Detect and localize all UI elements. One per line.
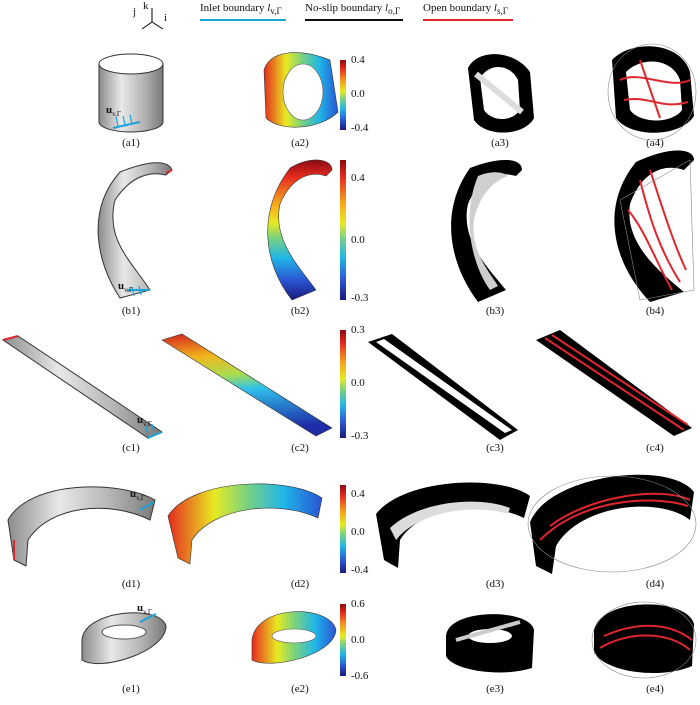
vector-label-c1: uv,Γ (137, 414, 152, 429)
legend-noslip-line (305, 19, 403, 21)
panel-e4 (591, 601, 697, 679)
axis-label-k: k (143, 0, 149, 12)
panel-e2 (251, 611, 337, 664)
panel-c1 (1, 335, 164, 439)
caption-d2: (d2) (290, 578, 310, 590)
legend-inlet: Inlet boundary lv,Γ (200, 2, 286, 21)
caption-e3: (e3) (486, 683, 504, 695)
legend-open-line (423, 19, 513, 21)
caption-c4: (c4) (646, 442, 664, 454)
vector-label-d1: uv,Γ (130, 488, 145, 503)
colorbar-b (340, 160, 346, 300)
colorbar-c-tick-bot: -0.3 (351, 430, 369, 442)
panel-b4 (614, 150, 695, 302)
panel-a4 (607, 43, 697, 141)
colorbar-c-tick-mid: 0.0 (351, 377, 365, 389)
colorbar-d (340, 485, 346, 573)
caption-a3: (a3) (491, 137, 509, 149)
panel-c3 (368, 334, 518, 440)
caption-a4: (a4) (646, 137, 664, 149)
caption-a2: (a2) (291, 137, 309, 149)
legend-inlet-line (200, 19, 286, 21)
panel-b2 (267, 159, 333, 301)
axis-label-j: j (133, 6, 137, 18)
panel-a3 (468, 54, 534, 133)
colorbar-a-tick-mid: 0.0 (351, 88, 365, 100)
colorbar-e (340, 604, 346, 676)
legend-noslip: No-slip boundary lo,Γ (305, 2, 403, 21)
caption-d4: (d4) (645, 578, 665, 590)
caption-e1: (e1) (122, 683, 140, 695)
colorbar-d-tick-bot: -0.4 (351, 564, 369, 576)
panel-b1 (97, 162, 173, 299)
caption-c2: (c2) (291, 442, 309, 454)
caption-e2: (e2) (291, 683, 309, 695)
panel-c4 (536, 330, 692, 436)
colorbar-e-tick-top: 0.6 (351, 598, 365, 610)
colorbar-b-tick-top: 0.4 (351, 172, 365, 184)
caption-c3: (c3) (486, 442, 504, 454)
colorbar-b-tick-bot: -0.3 (351, 292, 369, 304)
colorbar-e-tick-mid: 0.0 (351, 634, 365, 646)
colorbar-a (340, 60, 346, 130)
caption-b1: (b1) (121, 305, 141, 317)
axes-triad-icon (141, 8, 164, 30)
panel-d2 (167, 483, 323, 565)
panel-a1 (98, 53, 164, 133)
caption-d3: (d3) (485, 578, 505, 590)
colorbar-c-tick-top: 0.3 (351, 324, 365, 336)
panel-d1 (7, 486, 156, 567)
panel-d3 (376, 482, 530, 568)
vector-label-a1: uv,Γ (106, 104, 121, 119)
caption-c1: (c1) (122, 442, 140, 454)
caption-b4: (b4) (645, 305, 665, 317)
panel-a2 (263, 52, 339, 128)
panel-d4 (527, 474, 697, 574)
panel-e1 (81, 612, 167, 665)
colorbar-a-tick-bot: -0.4 (351, 122, 369, 134)
caption-d1: (d1) (121, 578, 141, 590)
vector-label-e1: uv,Γ (137, 602, 152, 617)
colorbar-d-tick-mid: 0.0 (351, 526, 365, 538)
colorbar-c (340, 330, 346, 438)
caption-a1: (a1) (122, 137, 140, 149)
colorbar-a-tick-top: 0.4 (351, 54, 365, 66)
caption-e4: (e4) (646, 683, 664, 695)
colorbar-b-tick-mid: 0.0 (351, 234, 365, 246)
caption-b2: (b2) (290, 305, 310, 317)
colorbar-d-tick-top: 0.4 (351, 488, 365, 500)
colorbar-e-tick-bot: -0.6 (351, 670, 369, 682)
axis-label-i: i (164, 12, 168, 24)
panel-e3 (446, 614, 534, 673)
legend-open: Open boundary ls,Γ (423, 2, 513, 21)
vector-label-b1: uv,Γ (118, 280, 133, 295)
panel-b3 (451, 159, 522, 302)
panel-c2 (161, 333, 333, 437)
caption-b3: (b3) (485, 305, 505, 317)
